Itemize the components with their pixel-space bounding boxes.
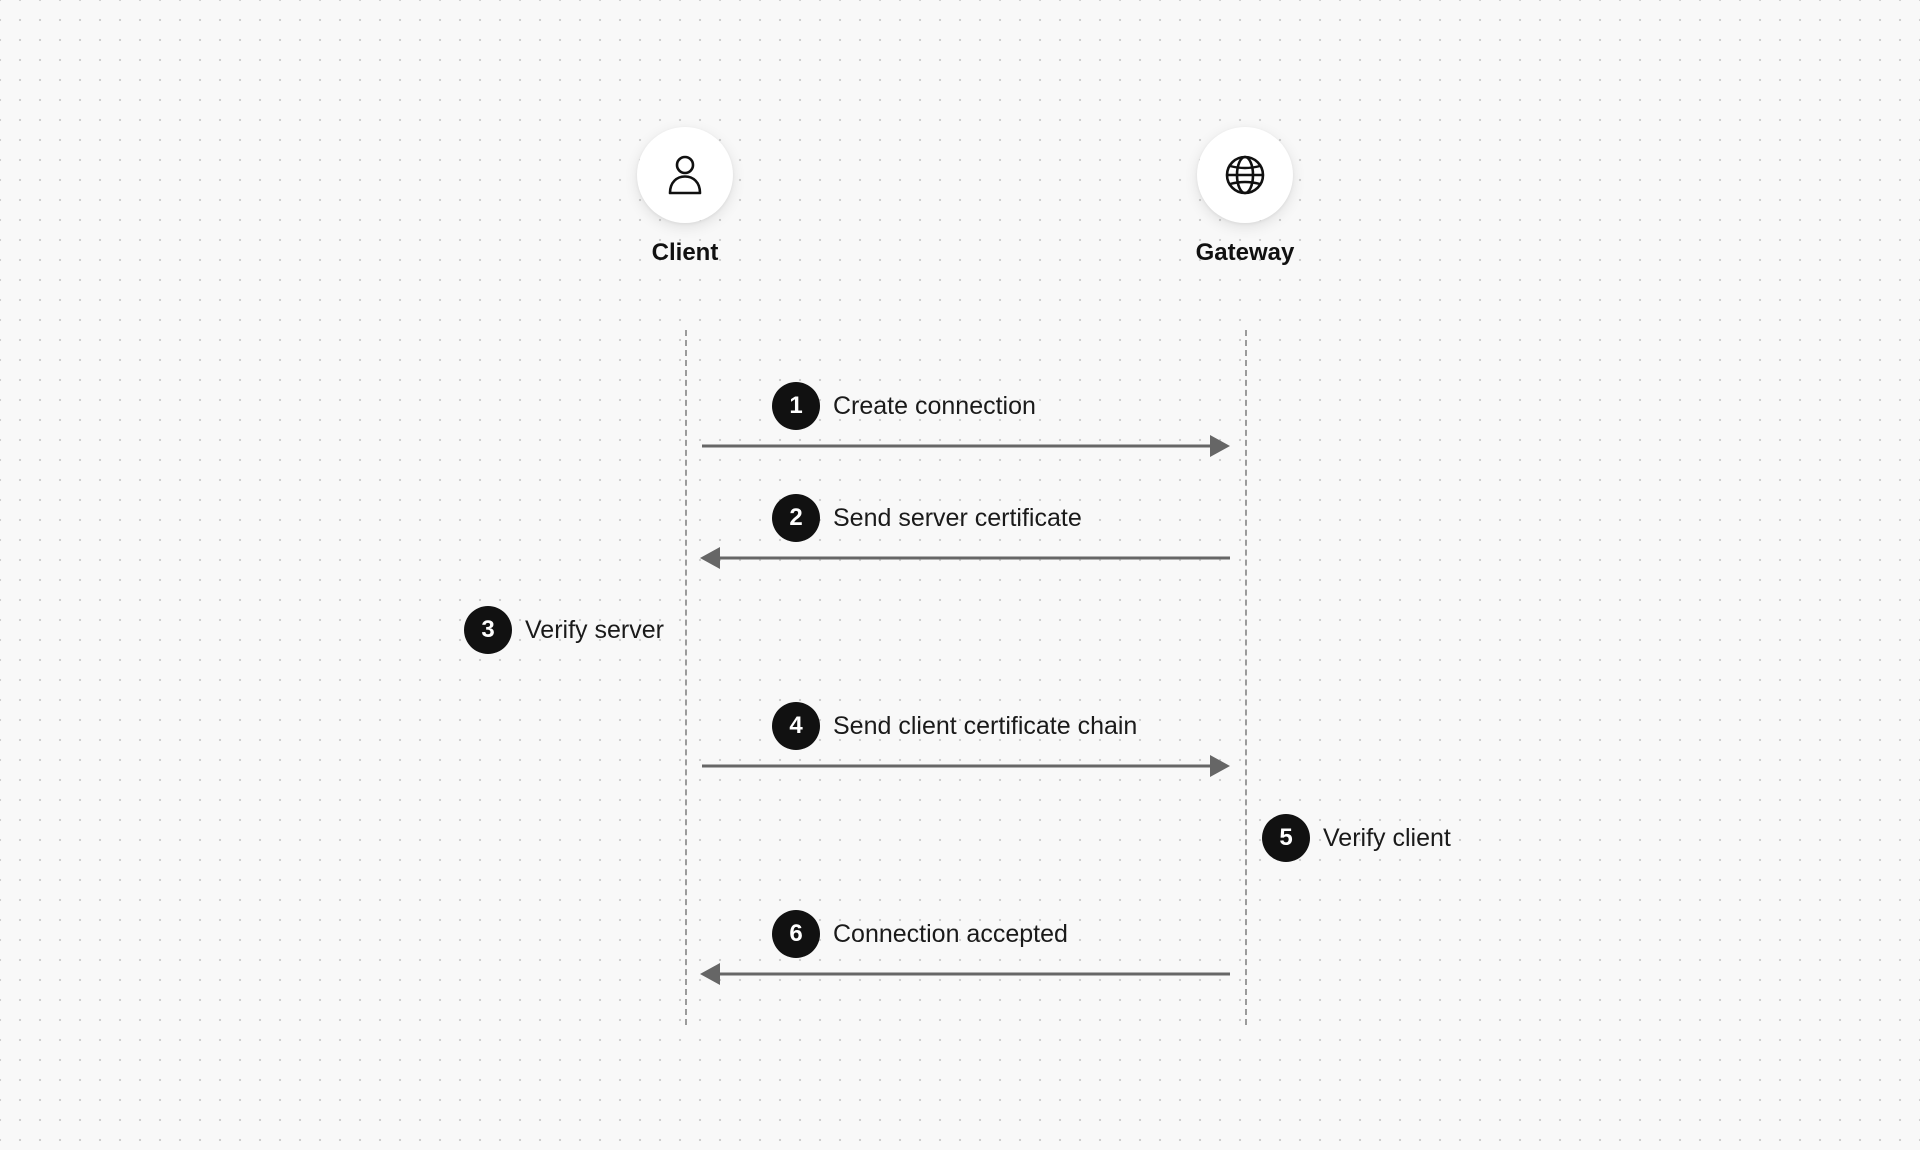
person-icon — [668, 155, 702, 195]
arrow-step-6 — [700, 963, 1230, 985]
step-label: Create connection — [833, 391, 1036, 420]
step-number-badge: 6 — [772, 910, 820, 958]
step-number-badge: 3 — [464, 606, 512, 654]
gateway-lifeline — [1245, 330, 1247, 1025]
step-number-badge: 5 — [1262, 814, 1310, 862]
gateway-avatar — [1197, 127, 1293, 223]
step-number-badge: 4 — [772, 702, 820, 750]
actor-gateway: Gateway — [1145, 127, 1345, 265]
gateway-label: Gateway — [1195, 239, 1295, 266]
step-3: 3 Verify server — [464, 606, 664, 654]
step-label: Send client certificate chain — [833, 711, 1138, 740]
globe-icon — [1225, 155, 1265, 195]
arrow-step-2 — [700, 547, 1230, 569]
step-label: Verify server — [525, 615, 664, 644]
step-number-badge: 1 — [772, 382, 820, 430]
step-1: 1 Create connection — [772, 382, 1036, 430]
client-avatar — [637, 127, 733, 223]
step-label: Verify client — [1323, 823, 1451, 852]
actor-client: Client — [585, 127, 785, 265]
client-label: Client — [651, 239, 719, 266]
step-label: Send server certificate — [833, 503, 1082, 532]
step-number-badge: 2 — [772, 494, 820, 542]
client-lifeline — [685, 330, 687, 1025]
step-5: 5 Verify client — [1262, 814, 1451, 862]
step-label: Connection accepted — [833, 919, 1068, 948]
step-6: 6 Connection accepted — [772, 910, 1068, 958]
step-2: 2 Send server certificate — [772, 494, 1082, 542]
arrow-step-4 — [702, 755, 1230, 777]
arrow-step-1 — [702, 435, 1230, 457]
step-4: 4 Send client certificate chain — [772, 702, 1137, 750]
